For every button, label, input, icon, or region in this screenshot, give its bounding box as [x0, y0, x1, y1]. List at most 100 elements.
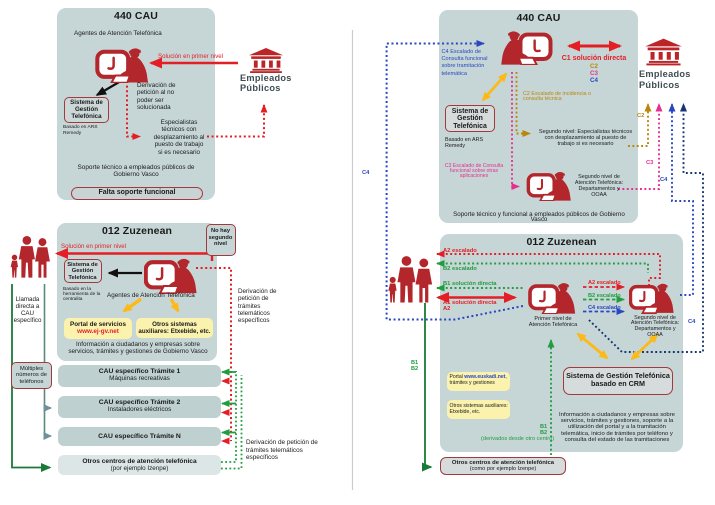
- dotted-pink-c3-vertical: [511, 72, 520, 190]
- left-012-solucion-label: Solución en primer nivel: [61, 243, 127, 250]
- arrow-yellow-sistema-right440: [481, 72, 508, 102]
- left-012-no-second-box: No hay segundo nivel: [205, 223, 236, 256]
- arrow-to-portal: [122, 297, 142, 313]
- dotted-pink-c3-up: [618, 103, 663, 190]
- bar-tramite-1-sub: Máquinas recreativas: [109, 375, 170, 382]
- right-440-sistema-sub: Basado en ARS Remedy: [445, 136, 484, 149]
- dotted-b2-top: [436, 260, 649, 273]
- bar-tramite-2: CAU específico Trámite 2 Instaladores el…: [58, 396, 221, 418]
- left-012-derivacion2-label: Derivación de petición de trámites telem…: [246, 439, 318, 462]
- citizens-family-icon-left: [10, 236, 50, 278]
- dotted-green-derivacion-1: [221, 371, 237, 463]
- right-440-c4-right-tag: C4: [660, 176, 668, 183]
- bar-tramite-n-title: CAU específico Trámite N: [98, 433, 181, 440]
- dotted-a2-top: [436, 250, 661, 290]
- right-012-lines: [422, 250, 661, 472]
- left-012-sistema-sub: Basado en la herramienta de la centralit…: [63, 286, 101, 303]
- right-012-otros-sistemas-box: Otros sistemas auxiliares: Etxebide, etc…: [446, 400, 510, 419]
- left-012-llamada-label: Llamada directa a CAU específico: [13, 295, 42, 325]
- agent-computer-icon-left440: [97, 48, 148, 82]
- left-012-portal-box: Portal de servicios www.ej-gv.net: [64, 318, 132, 339]
- public-building-icon-right: [645, 38, 682, 66]
- bar-tramite-1: CAU específico Trámite 1 Máquinas recrea…: [58, 365, 221, 387]
- citizens-family-icon-right: [388, 256, 433, 303]
- right-012-otros-centros-sub: (como por ejemplo Izenpe): [469, 465, 537, 472]
- dotted-navy-c4-up: [588, 103, 704, 353]
- left-440-title: 440 CAU: [114, 10, 158, 22]
- dotted-blue-c4-up: [668, 103, 694, 296]
- left-012-informacion-label: Información a ciudadanos y empresas sobr…: [68, 341, 208, 356]
- right-440-segundo-at-label: Segundo nivel de Atención Telefónica: De…: [574, 173, 624, 199]
- left-012-multiples-box: Múltiples números de teléfonos: [11, 362, 52, 389]
- left-012-agents-label: Agentes de Atención Telefónica: [107, 291, 195, 299]
- right-012-primer-nivel-label: Primer nivel de Atención Telefónica: [528, 315, 578, 328]
- left-440-sistema-box: Sistema de Gestión Telefónica: [64, 97, 109, 123]
- agent-computer-icon-right440-first: [501, 31, 550, 64]
- right-012-segundo-nivel-label: Segundo nivel de Atención Telefónica: De…: [630, 314, 680, 338]
- public-building-icon-left: [248, 48, 284, 73]
- left-012-derivacion1-label: Derivación de petición de trámites telem…: [238, 288, 277, 325]
- left-440-soporte-label: Soporte técnico a empleados públicos de …: [77, 164, 195, 179]
- left-440-sistema-sub: Basado en ARS Remedy: [63, 125, 98, 136]
- right-012-b2-label: B2 escalado: [443, 265, 477, 272]
- right-012-informacion-label: Información a ciudadanos y empresas sobr…: [559, 411, 675, 444]
- left-440-derivacion-label: Derivación de petición al no poder ser s…: [137, 82, 176, 112]
- left-012-otros-sistemas-box: Otros sistemas auxiliares: Etxebide, etc…: [136, 318, 213, 338]
- right-440-c2-tag: C2: [590, 62, 598, 70]
- line-llamada-green: [11, 284, 52, 472]
- right-012-otros-centros-box: Otros centros de atención telefónica (co…: [440, 457, 566, 475]
- left-440-solucion-label: Solución en primer nivel: [158, 52, 224, 60]
- bar-tramite-2-title: CAU específico Trámite 2: [98, 399, 181, 406]
- arrow-to-otros-sistemas: [169, 298, 180, 313]
- dotted-derivacion-left440: [126, 81, 141, 140]
- line-llamada-gray: [43, 284, 52, 440]
- arrow-yellow-crm-1: [576, 332, 609, 360]
- left-440-pill-falta-soporte: Falta soporte funcional: [71, 186, 203, 200]
- bar-otros-centros-sub: (por ejemplo Izenpe): [110, 464, 169, 472]
- line-b1b2-green: [422, 303, 433, 472]
- right-440-c1-label: C1 solución directa: [561, 54, 627, 62]
- dotted-especialistas-empleados: [207, 104, 268, 138]
- right-440-segundo-esp-label: Segundo nivel: Especialistas técnicos co…: [538, 129, 633, 147]
- arrow-yellow-crm-2: [630, 333, 659, 361]
- right-012-mid-a2-label: A2 escalado: [588, 280, 621, 286]
- right-440-soporte-label: Soporte técnico y funcional a empleados …: [453, 210, 625, 224]
- left-012-sistema-box: Sistema de Gestión Telefónica: [63, 259, 102, 283]
- right-012-portal-box: Portal www.euskadi.net, trámites y gesti…: [446, 371, 510, 391]
- right-440-c4-tag: C4: [590, 76, 598, 84]
- bar-tramite-n: CAU específico Trámite N: [58, 427, 221, 446]
- left-012-title: 012 Zuzenean: [101, 225, 173, 237]
- agent-computer-icon-right440-second: [526, 170, 573, 201]
- right-012-portal-link[interactable]: www.euskadi.net: [464, 374, 506, 380]
- dotted-gold-c2-vertical: [515, 72, 531, 137]
- bar-otros-centros: Otros centros de atención telefónica (po…: [58, 455, 221, 475]
- left-012-portal-link[interactable]: www.ej-gv.net: [77, 327, 119, 335]
- bar-tramite-2-sub: Instaladores eléctricos: [107, 406, 172, 413]
- agent-computer-icon-left012: [146, 259, 197, 294]
- left-012-lines: [11, 248, 243, 472]
- right-440-c2-text: C2 Escalado de incidencia o consulta téc…: [523, 90, 592, 103]
- right-empleados-label: Empleados Públicos: [639, 69, 691, 90]
- right-012-b1-label: B1 solución directa: [443, 280, 497, 287]
- right-440-c2-right-tag: C2: [637, 113, 645, 119]
- dotted-c4-loop-left: [385, 40, 524, 321]
- right-440-c4-label: C4 Escalado de Consulta funcional sobre …: [441, 48, 488, 77]
- left-440-especialistas-label: Especialistas técnicos con desplazamient…: [153, 118, 205, 156]
- agent-computer-icon-right012-second: [629, 281, 674, 314]
- right-440-c4-left-tag: C4: [362, 169, 370, 176]
- left-440-agents-label: Agentes de Atención Telefónica: [74, 29, 162, 37]
- right-440-c3-tag: C3: [590, 69, 598, 77]
- right-012-title: 012 Zuzenean: [526, 236, 597, 248]
- right-012-b1b2-right-label: B1 B2: [540, 424, 548, 436]
- left-empleados-label: Empleados Públicos: [240, 73, 292, 93]
- bar-tramite-1-title: CAU específico Trámite 1: [98, 368, 181, 375]
- right-440-lines: [385, 40, 704, 353]
- right-440-title: 440 CAU: [516, 12, 561, 24]
- right-012-mid-b2-label: B2 escalado: [588, 292, 621, 299]
- agent-computer-icon-right012-first: [528, 281, 578, 314]
- right-012-a2-label: A2 escalado: [443, 247, 477, 254]
- right-012-mid-c4-label: C4 escalado: [588, 304, 621, 311]
- right-012-c4-out-tag: C4: [688, 319, 696, 325]
- right-440-c3-text: C3 Escalado de Consulta funcional sobre …: [444, 162, 504, 179]
